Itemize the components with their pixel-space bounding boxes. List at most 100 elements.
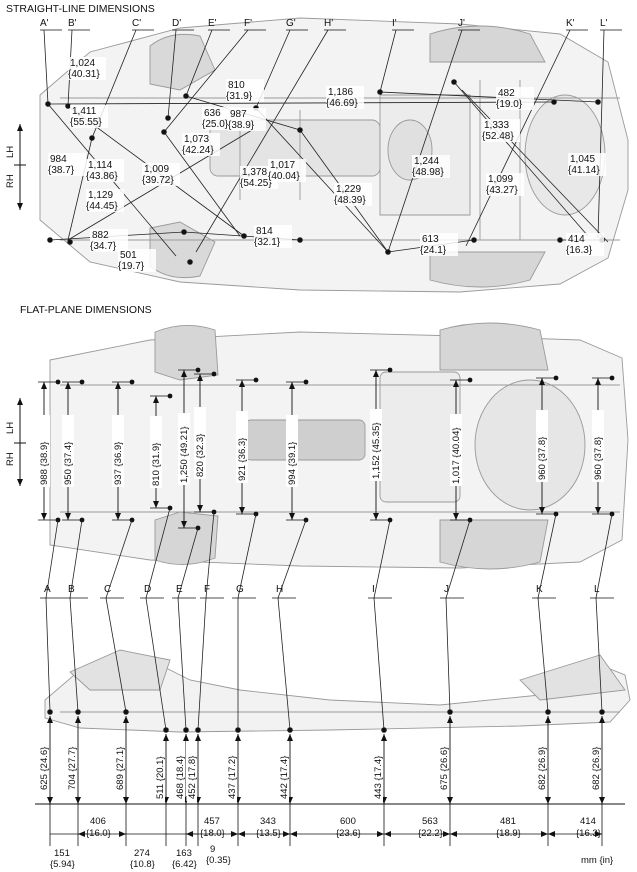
label-backdrop [334,183,372,206]
height-dimension: 682 {26.9} [536,716,551,804]
orientation-indicator-top: LH RH [5,124,26,210]
dimension-label: 1,114{43.86} [86,159,124,182]
point-label-l: L [594,584,600,595]
leader-line [69,597,79,713]
spacing-dimension: 9{0.35} [186,833,231,866]
spacing-in: {13.5} [256,828,281,839]
measure-point [187,259,193,265]
lh-label: LH [5,146,16,158]
measure-point [387,367,393,373]
height-dimension: 442 {17.4} [278,734,293,804]
measure-point [163,727,169,733]
label-backdrop [142,163,180,186]
units-label: mm {in} [581,855,613,866]
spacing-dimension: 274{10.8} [126,833,166,870]
height-value: 511 {20.1} [155,756,166,799]
spacing-dimension: 151{5.94} [50,833,78,870]
height-dimension: 452 {17.8} [186,734,201,804]
height-dimension: 704 {27.7} [66,716,81,804]
width-dimension: 994 {39.1} [286,379,309,523]
height-value: 625 {24.6} [39,747,50,790]
label-backdrop [412,155,450,178]
dimension-mm: 1,099 [488,174,513,185]
label-backdrop [278,741,289,801]
point-label-j: J [444,584,449,595]
label-backdrop [370,409,382,481]
point-label-k: K [536,584,543,595]
leader-line [595,597,603,713]
dimension-mm: 613 [422,234,439,245]
dimension-label: 1,017{40.04} [268,159,306,182]
dimension-mm: 987 [230,109,247,120]
label-backdrop [154,741,165,801]
point-label-f-prime: F' [244,18,252,29]
measure-point [253,377,259,383]
spacing-in: {18.9} [496,828,521,839]
dimension-label: 1,024{40.31} [68,57,106,80]
measure-point [557,237,563,243]
leader-line [177,527,199,599]
measure-point [451,79,457,85]
dimension-in: {42.24} [182,145,214,156]
label-backdrop [114,732,125,792]
point-label-b: B [68,584,75,595]
label-backdrop [536,410,548,482]
spacing-in: {23.6} [336,828,361,839]
width-dimension: 820 {32.3} [194,371,217,515]
height-value: 682 {26.9} [591,747,602,790]
spacing-dimensions: 406{16.0}457{18.0}343{13.5}600{23.6}563{… [49,796,603,870]
measure-line [163,29,249,133]
measure-line [461,89,609,243]
label-backdrop [226,79,264,102]
point-label-h: H [276,584,283,595]
dimension-in: {31.9} [226,91,253,102]
measure-point [129,379,135,385]
point-label-i: I [372,584,375,595]
spacing-in: {22.2} [418,828,443,839]
point-label-j-prime: J' [458,18,465,29]
measure-point [161,129,167,135]
spacing-dimension: 163{6.42} [166,833,197,870]
spacing-mm: 151 [54,848,70,859]
rh-label: RH [5,452,16,466]
width-dimension: 1,152 {45.35} [370,367,393,523]
label-backdrop [178,413,190,485]
leader-line [45,519,59,599]
dimension-mm: 1,129 [88,190,113,201]
measure-point [47,237,53,243]
measure-point [241,233,247,239]
dimension-in: {40.04} [268,171,300,182]
dimension-in: {24.1} [420,245,447,256]
width-dimension: 988 {38.9} [38,379,61,523]
leader-line [69,519,83,599]
measure-point [195,727,201,733]
spacing-dimension: 563{22.2} [384,816,450,839]
height-value: 452 {17.8} [187,756,198,799]
dimension-mm: 1,045 [570,154,595,165]
dimension-in: {46.69} [326,98,358,109]
width-value: 950 {37.4} [63,442,74,485]
measure-line [597,29,605,239]
height-value: 689 {27.1} [115,747,126,790]
dimension-in: {55.55} [70,117,102,128]
measure-point [183,93,189,99]
width-value: 937 {36.9} [113,442,124,485]
point-label-k-prime: K' [566,18,575,29]
dimension-label: 482{19.0} [496,87,534,110]
side-leader-lines [45,507,613,733]
height-dimension: 511 {20.1} [154,734,169,804]
dimension-in: {41.14} [568,165,600,176]
point-label-f: F [204,584,210,595]
label-backdrop [482,119,520,142]
measure-point [447,709,453,715]
spacing-dimension: 343{13.5} [238,816,290,839]
dimension-in: {38.7} [48,165,75,176]
dimension-mm: 482 [498,88,515,99]
measure-point [235,727,241,733]
heading-flat-plane: FLAT-PLANE DIMENSIONS [20,304,152,316]
label-backdrop [86,159,124,182]
dimension-in: {19.7} [118,261,145,272]
label-backdrop [48,153,86,176]
dimension-in: {19.0} [496,99,523,110]
